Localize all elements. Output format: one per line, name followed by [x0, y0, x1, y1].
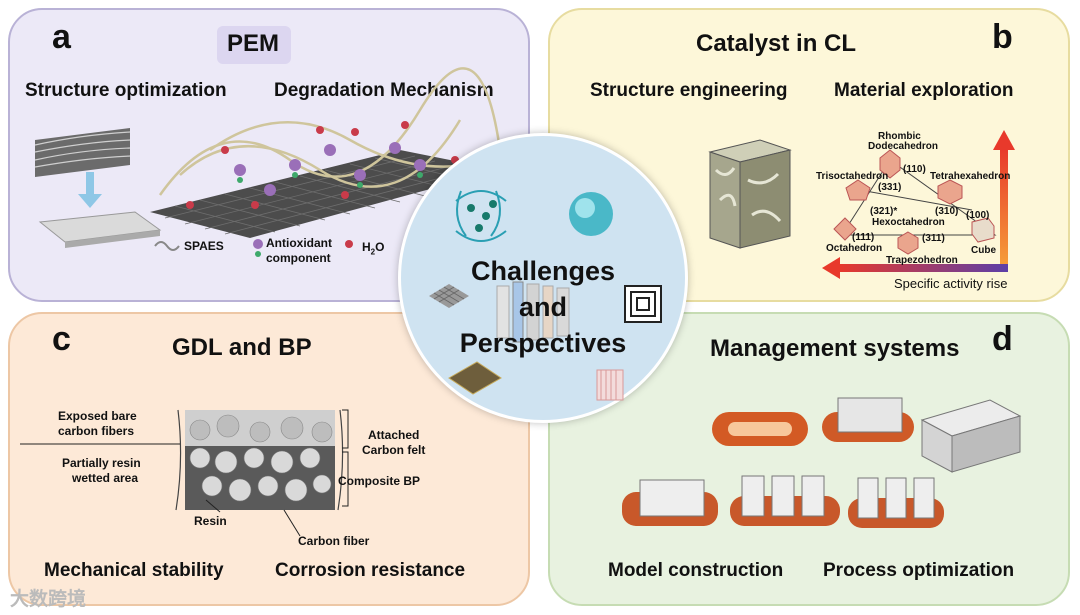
process-optimization-label: Process optimization — [823, 560, 1015, 581]
material-exploration-label: Material exploration — [834, 80, 1014, 101]
gdl-bp-illustration — [20, 409, 349, 537]
spaes-legend-icon — [154, 241, 180, 251]
composite-bp-label: Composite BP — [338, 474, 421, 488]
model-construction-label: Model construction — [608, 560, 784, 581]
corrosion-resistance-label: Corrosion resistance — [275, 560, 466, 581]
catalyst-title: Catalyst in CL — [696, 30, 857, 57]
activity-axis-label: Specific activity rise — [894, 276, 1008, 291]
antioxidant-legend-icon — [253, 239, 263, 249]
tetrahexahedron-label: Tetrahexahedron — [930, 171, 1011, 182]
mesh-grid-icon — [429, 284, 469, 308]
panel-letter-c: c — [52, 320, 71, 358]
heated-coil-icon — [712, 412, 808, 446]
fin-array-icon — [596, 369, 624, 401]
watermark: 大数跨境 — [10, 589, 87, 610]
resin-label: Resin — [194, 514, 227, 528]
structure-engineering-label: Structure engineering — [590, 80, 788, 101]
trisoctahedron-index: (331) — [878, 182, 902, 193]
exposed-label-1: Exposed bare — [58, 409, 137, 423]
center-circle: Challenges and Perspectives — [398, 133, 688, 423]
panel-letter-a: a — [52, 18, 71, 56]
resin-leader — [205, 499, 221, 513]
composite-cross-section-icon — [175, 409, 344, 511]
panel-letter-b: b — [992, 18, 1013, 56]
center-title-line2: and — [518, 292, 567, 322]
nanoparticle-sphere-icon — [569, 192, 613, 236]
attached-label-1: Attached — [368, 428, 420, 442]
center-title-line1: Challenges — [470, 256, 616, 286]
attached-label-2: Carbon felt — [362, 443, 426, 457]
catalyst-illustration — [708, 130, 1015, 279]
hexoctahedron-index: (321)* — [870, 206, 898, 217]
mechanical-stability-label: Mechanical stability — [44, 560, 224, 581]
serpentine-flow-icon — [624, 285, 662, 323]
rhombic-label-1: Rhombic — [878, 131, 921, 142]
trapezohedron-icon — [897, 231, 919, 255]
trapezohedron-label: Trapezohedron — [886, 255, 958, 266]
pem-title: PEM — [227, 30, 280, 57]
cube-index: (100) — [966, 210, 990, 221]
spaes-legend-label: SPAES — [184, 239, 224, 253]
rhombic-index: (110) — [903, 164, 926, 175]
tetrahexahedron-index: (310) — [935, 206, 959, 217]
octahedron-index: (111) — [852, 232, 875, 243]
down-arrow-icon — [86, 172, 94, 196]
structure-optimization-label: Structure optimization — [25, 80, 227, 101]
pem-title-box — [217, 26, 291, 64]
hexoctahedron-label: Hexoctahedron — [872, 217, 945, 228]
pem-illustration — [34, 67, 502, 257]
water-legend-icon — [345, 240, 353, 248]
antioxidant-legend-label-1: Antioxidant — [266, 236, 332, 250]
center-title-line3: Perspectives — [459, 328, 627, 358]
process-stack-icon — [848, 477, 944, 528]
cube-icon — [971, 217, 995, 243]
rhombic-dodecahedron-icon — [879, 149, 901, 179]
model-stack-icon — [622, 479, 718, 526]
antioxidant-legend-label-2: component — [266, 251, 331, 265]
trisoctahedron-label: Trisoctahedron — [816, 171, 889, 182]
multi-stack-icon — [730, 475, 840, 526]
center-icons — [429, 190, 662, 401]
stack-unit-1-icon — [822, 397, 914, 442]
attached-felt-bracket — [342, 409, 349, 449]
rhombic-label-2: Dodecahedron — [868, 141, 939, 152]
trisoctahedron-icon — [845, 179, 871, 201]
exposed-label-2: carbon fibers — [58, 424, 135, 438]
carbon-fiber-label: Carbon fiber — [298, 534, 370, 548]
carbon-fiber-leader — [283, 509, 301, 537]
cube-label: Cube — [971, 245, 996, 256]
circuit-board-icon — [448, 361, 502, 395]
trapezohedron-index: (311) — [922, 233, 945, 244]
activity-horizontal-arrow-icon — [838, 264, 1008, 272]
panel-letter-d: d — [992, 320, 1013, 358]
partial-label-1: Partially resin — [62, 456, 141, 470]
composite-bp-bracket — [342, 451, 349, 507]
fiber-membrane-icon — [34, 128, 131, 177]
octahedron-label: Octahedron — [826, 243, 883, 254]
stack-plates-icon — [496, 281, 570, 343]
management-title: Management systems — [710, 335, 960, 362]
octahedron-icon — [833, 217, 857, 241]
polymer-network-icon — [455, 190, 507, 242]
water-legend-label: H2O — [362, 240, 385, 257]
gdl-bp-title: GDL and BP — [172, 334, 312, 361]
activity-vertical-arrow-icon — [1000, 148, 1008, 270]
flat-membrane-icon — [38, 211, 162, 248]
porous-cube-icon — [708, 139, 792, 249]
partial-label-2: wetted area — [72, 471, 139, 485]
stack-array-icon — [920, 399, 1022, 473]
tetrahexahedron-icon — [937, 179, 963, 205]
degradation-plane-icon — [150, 67, 502, 238]
